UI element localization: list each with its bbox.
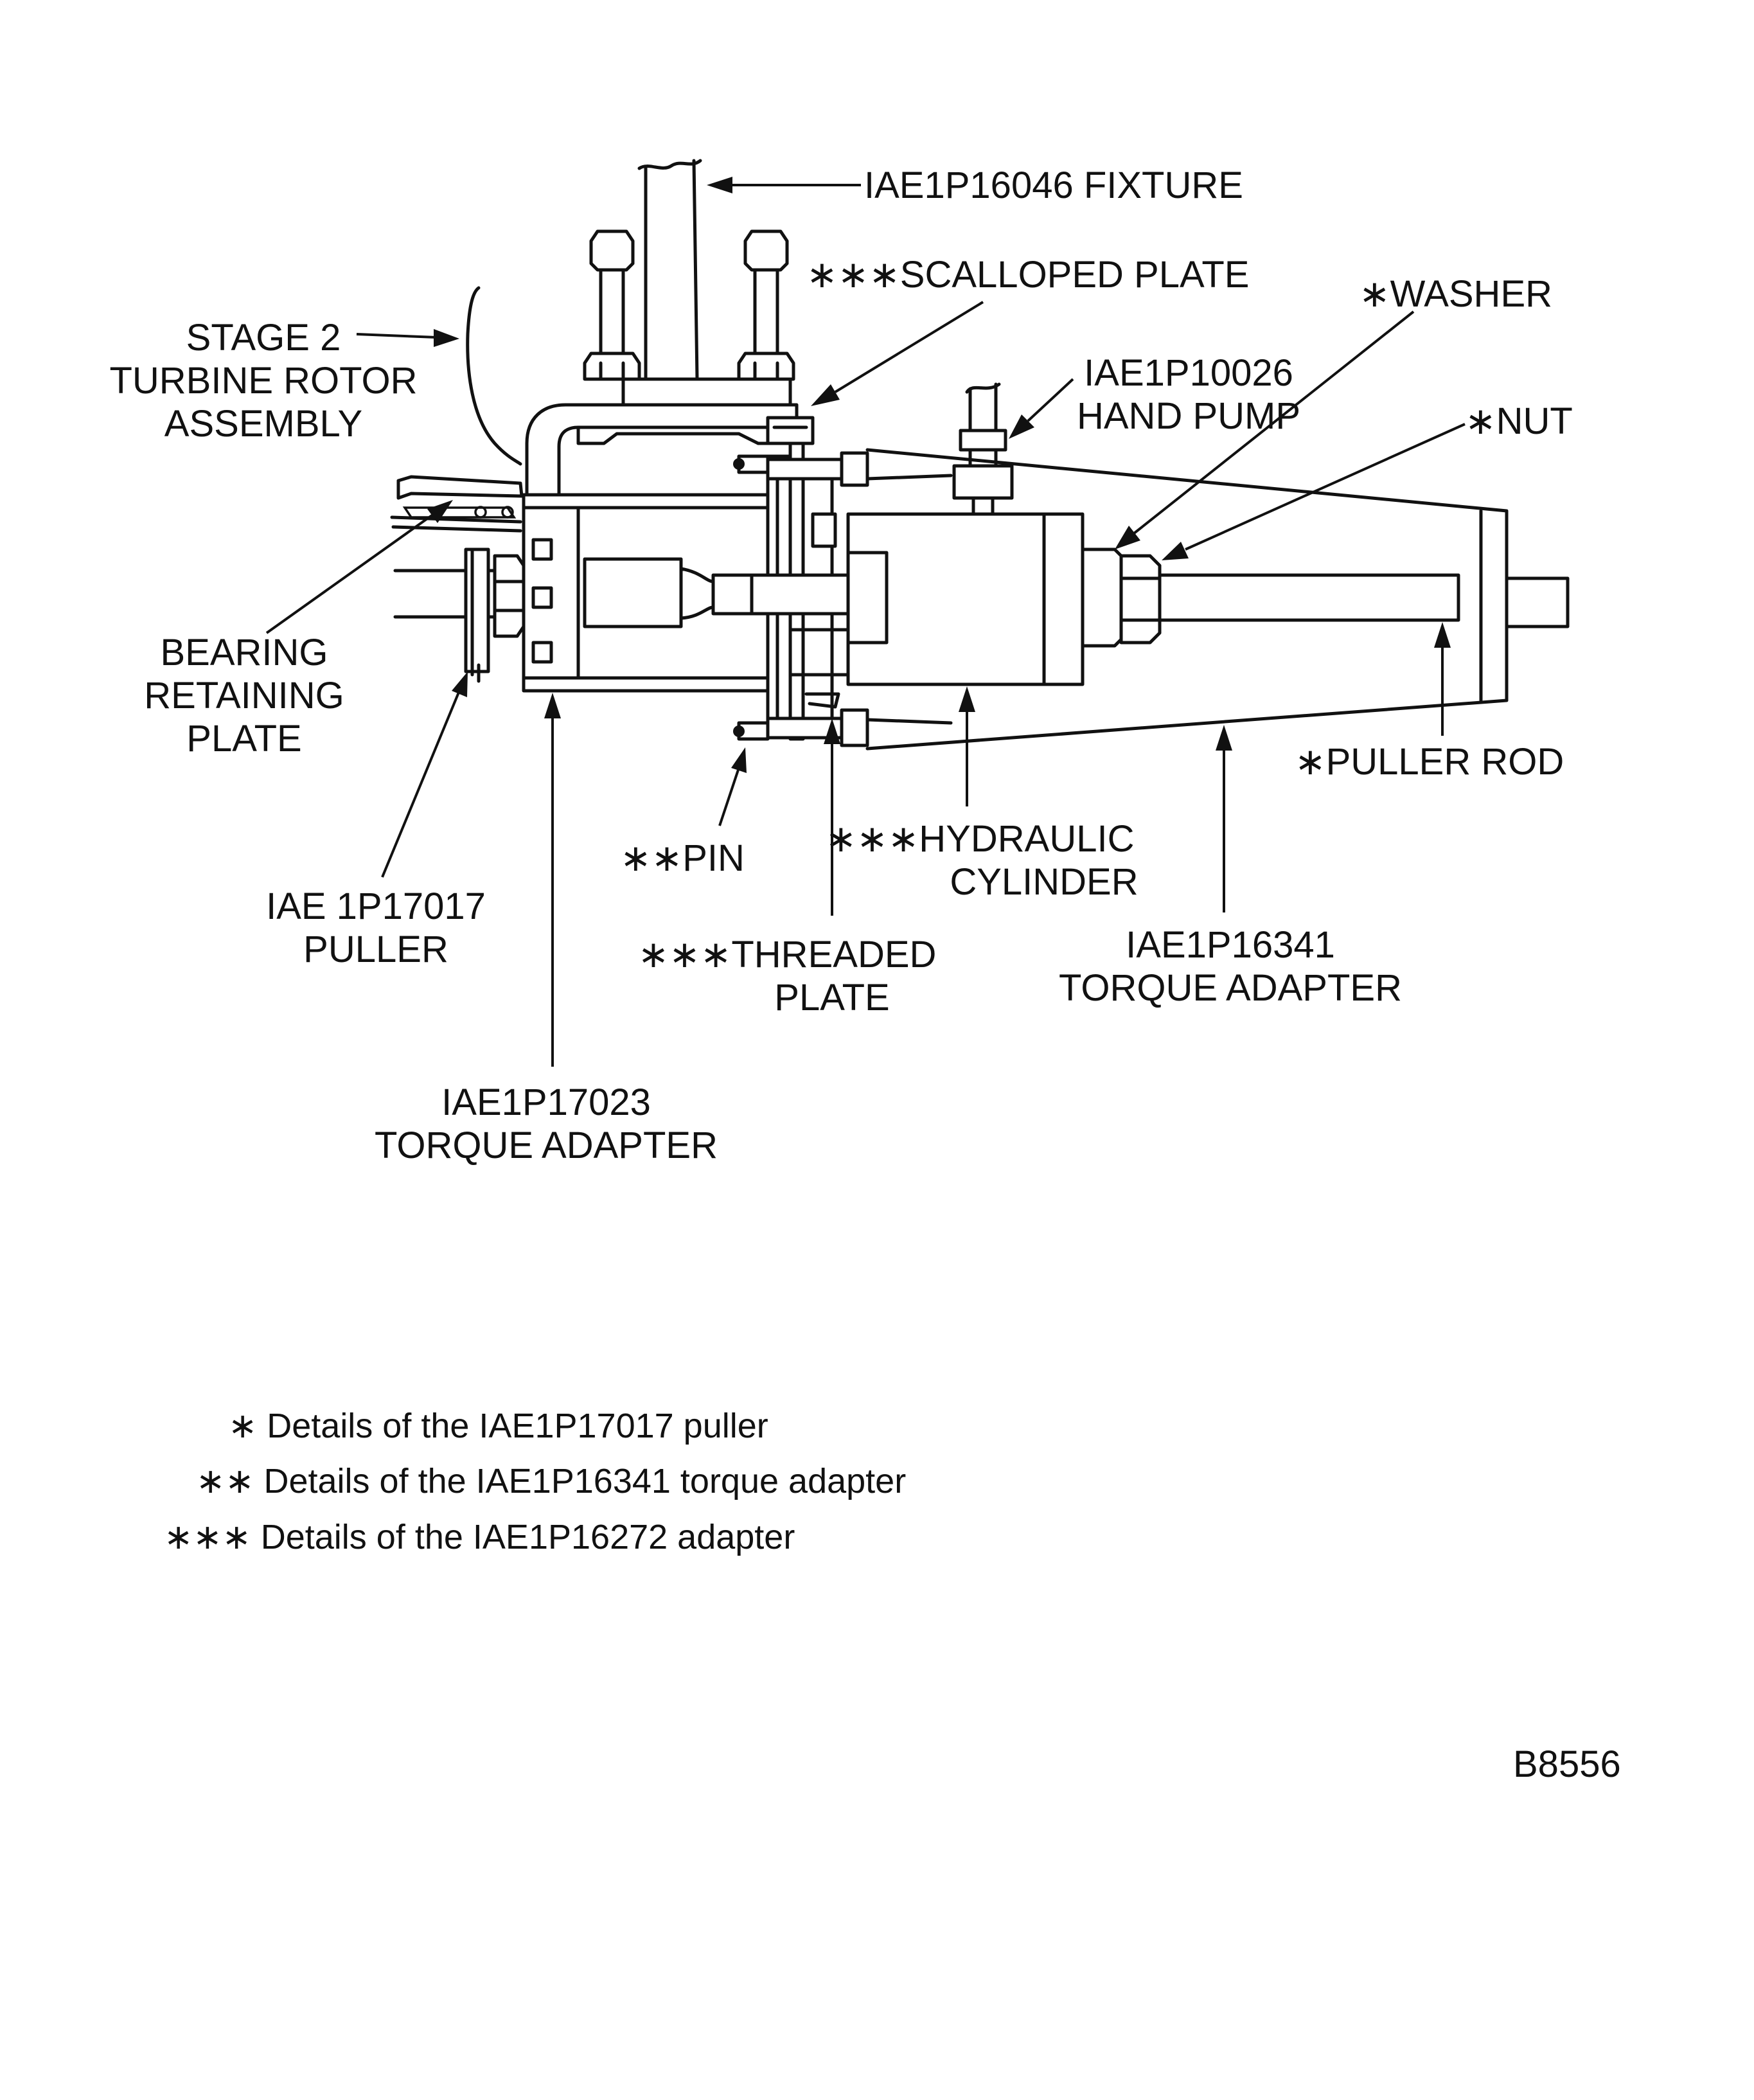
label-torque17023-line2: TORQUE ADAPTER — [375, 1125, 718, 1166]
label-fixture: IAE1P16046 FIXTURE — [864, 165, 1243, 206]
footnotes: ∗ Details of the IAE1P17017 puller ∗∗ De… — [164, 1407, 906, 1556]
label-stage2-line3: ASSEMBLY — [164, 403, 362, 445]
hand-pump-fitting — [952, 382, 1014, 519]
footnote-1: ∗ Details of the IAE1P17017 puller — [228, 1407, 768, 1445]
washer — [1081, 547, 1123, 648]
assembly-drawing — [390, 159, 1570, 751]
puller-shaft-coupling — [583, 557, 683, 628]
label-torque17023-line1: IAE1P17023 — [441, 1081, 651, 1123]
label-threaded-line2: PLATE — [774, 977, 889, 1019]
fixture-bracket — [525, 403, 799, 497]
puller-rod — [1158, 573, 1460, 622]
label-washer: ∗WASHER — [1359, 273, 1552, 315]
footnote-3: ∗∗∗ Details of the IAE1P16272 adapter — [164, 1518, 795, 1556]
rotor-disk-edge — [396, 475, 524, 500]
bearing-retaining-plate — [464, 547, 490, 673]
label-hand-pump-line1: IAE1P10026 — [1084, 352, 1293, 394]
label-puller-line2: PULLER — [303, 929, 448, 970]
label-puller-rod: ∗PULLER ROD — [1295, 741, 1564, 783]
label-hydraulic-line2: CYLINDER — [950, 861, 1138, 903]
fixture-bolt-left — [583, 229, 641, 381]
fixture-base — [621, 377, 792, 407]
scalloped-plate — [766, 416, 815, 445]
label-threaded-line1: ∗∗∗THREADED — [638, 934, 937, 975]
leader-lines — [265, 177, 1466, 1067]
torque-adapter-end-cap — [1505, 576, 1570, 628]
pin-top — [737, 451, 869, 487]
label-stage2-line1: STAGE 2 — [186, 317, 341, 359]
label-scalloped-plate: ∗∗∗SCALLOPED PLATE — [806, 254, 1250, 296]
label-bearing-line3: PLATE — [186, 718, 301, 760]
label-hand-pump-line2: HAND PUMP — [1077, 395, 1300, 437]
nut — [1119, 554, 1162, 645]
fixture-post — [644, 159, 699, 381]
fixture-bolt-right — [737, 229, 795, 381]
label-pin: ∗∗PIN — [620, 837, 745, 879]
label-bearing-line1: BEARING — [160, 632, 328, 673]
footnote-2: ∗∗ Details of the IAE1P16341 torque adap… — [196, 1462, 906, 1500]
callout-labels: IAE1P16046 FIXTURE ∗∗∗SCALLOPED PLATE ∗W… — [109, 165, 1572, 1166]
label-hydraulic-line1: ∗∗∗HYDRAULIC — [826, 818, 1135, 860]
label-torque16341-line2: TORQUE ADAPTER — [1059, 967, 1402, 1009]
puller-nut — [493, 554, 526, 638]
turbine-rotor-outline — [466, 286, 522, 466]
label-torque16341-line1: IAE1P16341 — [1126, 924, 1335, 966]
figure-id: B8556 — [1513, 1743, 1621, 1785]
label-stage2-line2: TURBINE ROTOR — [109, 360, 417, 402]
label-bearing-line2: RETAINING — [144, 675, 344, 716]
label-puller-line1: IAE 1P17017 — [266, 885, 486, 927]
label-nut: ∗NUT — [1465, 400, 1573, 442]
